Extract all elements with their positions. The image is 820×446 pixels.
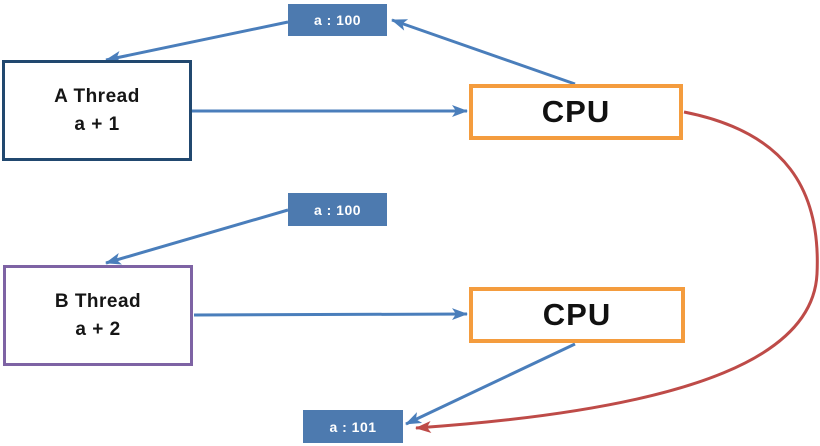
memory-value-bottom-label: a : 101: [329, 418, 377, 435]
arrow-cpu-top-writeback-to-value-bottom: [415, 110, 819, 433]
thread-b-name: B Thread: [54, 290, 142, 312]
arrow-cpu-bottom-to-value-bottom: [405, 342, 576, 426]
memory-value-bottom-box: a : 101: [303, 410, 403, 443]
cpu-bottom-label: CPU: [542, 297, 612, 332]
thread-a-box: A Thread a + 1: [2, 60, 192, 161]
arrow-cpu-top-to-value-top: [391, 18, 576, 86]
arrow-value-middle-to-thread-b: [105, 208, 289, 265]
cpu-top-label: CPU: [541, 94, 611, 129]
cpu-bottom-box: CPU: [469, 287, 685, 343]
thread-a-name: A Thread: [54, 85, 140, 107]
memory-value-top-label: a : 100: [313, 12, 362, 28]
cpu-top-box: CPU: [469, 84, 683, 140]
memory-value-middle-box: a : 100: [288, 193, 387, 226]
memory-value-top-box: a : 100: [288, 4, 387, 36]
thread-b-box: B Thread a + 2: [3, 265, 193, 366]
arrow-thread-b-to-cpu-bottom: [193, 308, 468, 321]
arrow-value-top-to-thread-a: [105, 20, 289, 63]
memory-value-middle-label: a : 100: [313, 201, 362, 218]
thread-a-operation: a + 1: [74, 113, 120, 135]
thread-b-operation: a + 2: [75, 318, 121, 340]
